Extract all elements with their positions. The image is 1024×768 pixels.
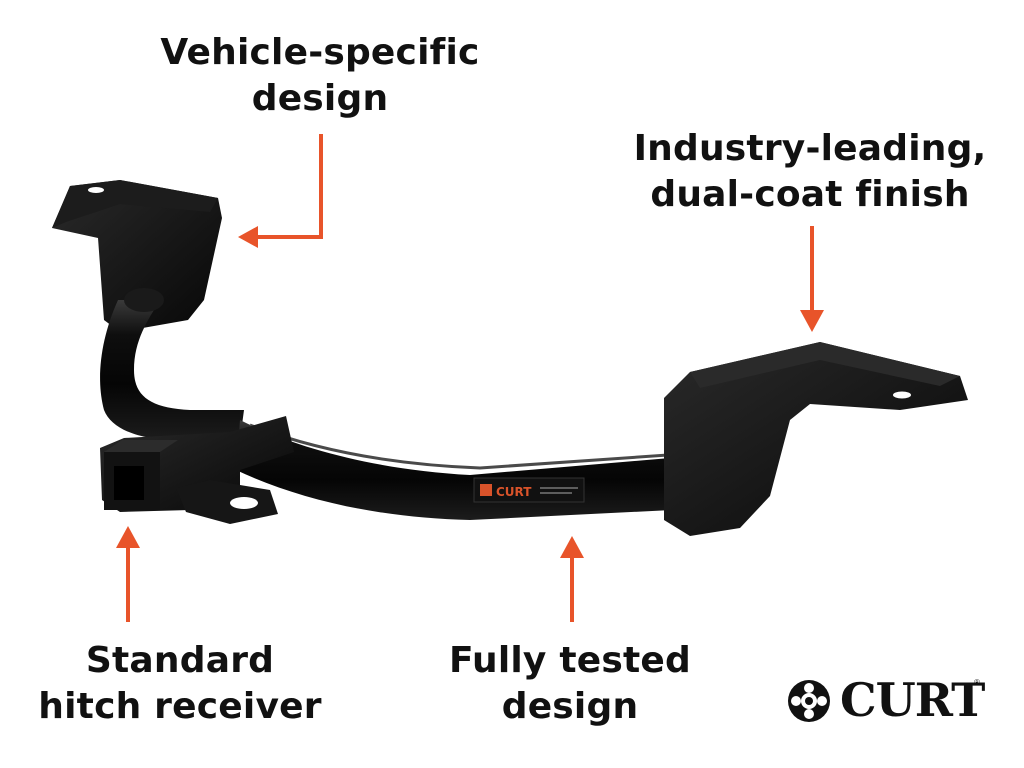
callout-dual-coat-finish: Industry-leading, dual-coat finish bbox=[600, 126, 1020, 218]
callout-line: dual-coat finish bbox=[650, 174, 970, 215]
curt-logo: CURT ® bbox=[786, 672, 986, 732]
product-decal: CURT bbox=[473, 477, 585, 503]
arrow-vehicle-specific bbox=[252, 134, 323, 239]
left-crossbar-arm bbox=[100, 288, 244, 440]
right-mounting-bracket bbox=[664, 342, 968, 536]
callout-line: Fully tested bbox=[449, 640, 691, 681]
callout-line: Standard bbox=[85, 640, 275, 681]
decal-brand: CURT bbox=[496, 485, 532, 499]
callout-standard-hitch-receiver: Standard hitch receiver bbox=[20, 638, 340, 730]
curt-gear-icon bbox=[788, 680, 830, 722]
callout-fully-tested-design: Fully tested design bbox=[410, 638, 730, 730]
callout-arrows bbox=[116, 134, 824, 622]
curt-wordmark: CURT bbox=[840, 673, 985, 727]
callout-line: design bbox=[501, 686, 639, 727]
receiver-tube bbox=[100, 416, 294, 524]
callout-line: Vehicle-specific bbox=[160, 32, 480, 73]
callout-line: hitch receiver bbox=[38, 686, 322, 727]
main-crossbar-tube bbox=[236, 420, 672, 520]
left-mounting-bracket bbox=[52, 180, 222, 332]
callout-vehicle-specific-design: Vehicle-specific design bbox=[130, 30, 510, 122]
trademark-symbol: ® bbox=[974, 678, 980, 687]
safety-chain-plate bbox=[176, 480, 278, 524]
callout-line: design bbox=[251, 78, 389, 119]
callout-line: Industry-leading, bbox=[633, 128, 987, 169]
bolt-hole bbox=[88, 187, 104, 193]
bolt-hole bbox=[893, 391, 911, 399]
receiver-opening bbox=[114, 466, 144, 500]
